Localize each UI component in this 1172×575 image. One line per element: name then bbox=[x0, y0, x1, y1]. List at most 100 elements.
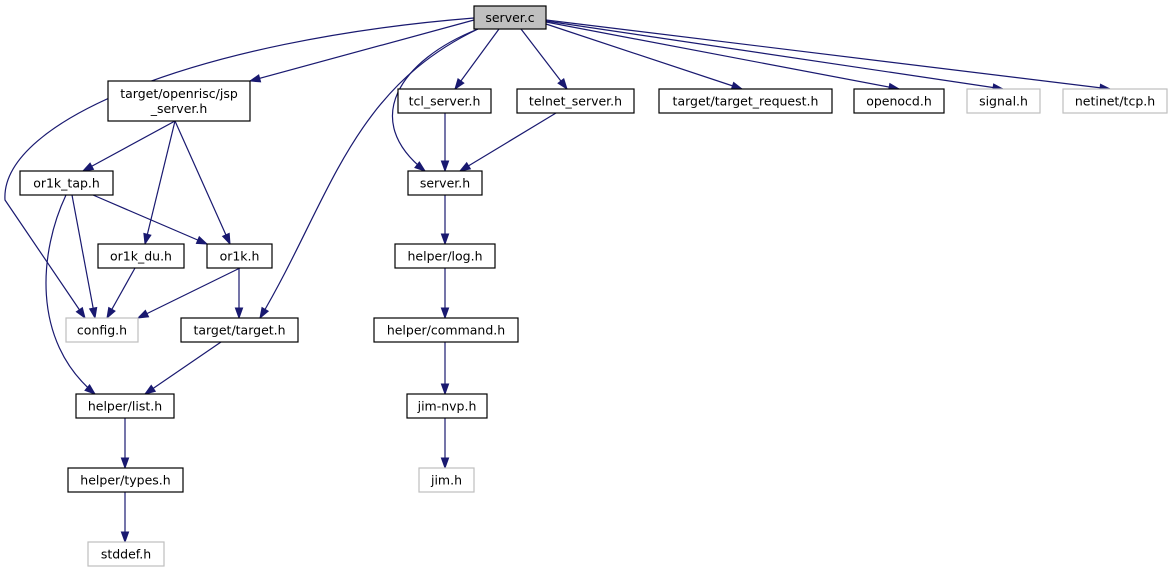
node-label: signal.h bbox=[979, 94, 1028, 109]
node-server-h[interactable]: server.h bbox=[407, 170, 483, 196]
node-box bbox=[516, 88, 635, 114]
node-label: netinet/tcp.h bbox=[1075, 94, 1155, 109]
node-tcl-server-h[interactable]: tcl_server.h bbox=[397, 88, 492, 114]
edge-or1k-tap-h-to-or1k-h bbox=[92, 194, 209, 245]
node-label: helper/command.h bbox=[387, 323, 505, 338]
node-label: helper/types.h bbox=[80, 473, 170, 488]
node-box bbox=[658, 88, 833, 114]
node-box bbox=[67, 467, 184, 493]
node-label: _server.h bbox=[150, 101, 208, 116]
node-config-h: config.h bbox=[65, 317, 139, 343]
node-label: or1k_du.h bbox=[110, 249, 172, 264]
arrowhead bbox=[221, 232, 231, 246]
node-label: jim-nvp.h bbox=[417, 399, 477, 414]
edge-jsp-server-h-to-or1k-tap-h bbox=[81, 120, 176, 172]
node-label: target/openrisc/jsp bbox=[120, 86, 238, 101]
node-label: target/target_request.h bbox=[673, 94, 819, 109]
arrowhead bbox=[195, 235, 209, 245]
edge-types-h-to-stddef-h bbox=[120, 492, 130, 544]
node-command-h[interactable]: helper/command.h bbox=[373, 317, 519, 343]
node-telnet-server-h[interactable]: telnet_server.h bbox=[516, 88, 635, 114]
node-label: config.h bbox=[77, 323, 127, 338]
node-label: server.c bbox=[485, 10, 534, 25]
arrowhead bbox=[440, 233, 450, 246]
edge-or1k-tap-h-to-config-h bbox=[71, 194, 98, 320]
node-label: openocd.h bbox=[866, 94, 932, 109]
node-signal-h: signal.h bbox=[966, 88, 1041, 114]
node-box bbox=[853, 88, 945, 114]
node-jsp-server-h[interactable]: target/openrisc/jsp_server.h bbox=[107, 80, 251, 122]
edge-server-c-to-target-request-h bbox=[545, 23, 744, 90]
edge-or1k-h-to-config-h bbox=[136, 267, 241, 319]
edge-or1k-h-to-target-h bbox=[234, 268, 244, 320]
arrowhead bbox=[730, 81, 744, 90]
node-types-h[interactable]: helper/types.h bbox=[67, 467, 184, 493]
node-label: target/target.h bbox=[193, 323, 285, 338]
arrowhead bbox=[120, 457, 130, 470]
edge-server-h-to-log-h bbox=[440, 195, 450, 246]
node-target-request-h[interactable]: target/target_request.h bbox=[658, 88, 833, 114]
edge-jsp-server-h-to-or1k-h bbox=[174, 120, 231, 246]
node-box bbox=[75, 393, 175, 419]
node-server-c[interactable]: server.c bbox=[473, 5, 547, 30]
arrowhead bbox=[414, 161, 427, 172]
node-or1k-h[interactable]: or1k.h bbox=[206, 243, 273, 269]
node-or1k-du-h[interactable]: or1k_du.h bbox=[97, 243, 185, 269]
arrowhead bbox=[557, 78, 568, 91]
node-label: or1k_tap.h bbox=[33, 176, 100, 191]
node-or1k-tap-h[interactable]: or1k_tap.h bbox=[19, 170, 114, 196]
node-box bbox=[394, 243, 496, 269]
node-box bbox=[966, 88, 1041, 114]
node-box bbox=[397, 88, 492, 114]
edge-telnet-server-h-to-server-h bbox=[458, 112, 557, 172]
node-stddef-h: stddef.h bbox=[87, 541, 165, 567]
arrowhead bbox=[458, 161, 472, 172]
node-jim-nvp-h[interactable]: jim-nvp.h bbox=[406, 393, 488, 419]
node-box bbox=[418, 467, 475, 493]
node-label: server.h bbox=[420, 176, 470, 191]
edge-server-c-to-signal-h bbox=[545, 20, 1005, 92]
arrowhead bbox=[88, 306, 98, 320]
edge-command-h-to-jim-nvp-h bbox=[440, 342, 450, 396]
node-label: stddef.h bbox=[101, 547, 151, 562]
node-box bbox=[473, 5, 547, 30]
arrowhead bbox=[120, 531, 130, 544]
edge-list-h-to-types-h bbox=[120, 418, 130, 470]
node-list-h[interactable]: helper/list.h bbox=[75, 393, 175, 419]
arrowhead bbox=[75, 306, 86, 320]
edge-server-c-to-target-h bbox=[259, 28, 479, 320]
edge-server-c-to-tcp-h bbox=[545, 19, 1112, 93]
edge-server-c-to-telnet-server-h bbox=[520, 28, 568, 91]
node-box bbox=[180, 317, 299, 343]
node-box bbox=[87, 541, 165, 567]
edge-jim-nvp-h-to-jim-h bbox=[440, 418, 450, 470]
arrowhead bbox=[440, 383, 450, 396]
nodes-layer: server.c target/openrisc/jsp_server.h tcl_… bbox=[19, 5, 1168, 567]
node-box bbox=[107, 80, 251, 122]
node-label: telnet_server.h bbox=[529, 94, 622, 109]
arrowhead bbox=[440, 457, 450, 470]
node-label: or1k.h bbox=[220, 249, 260, 264]
node-target-h[interactable]: target/target.h bbox=[180, 317, 299, 343]
node-box bbox=[65, 317, 139, 343]
node-jim-h: jim.h bbox=[418, 467, 475, 493]
arrowhead bbox=[84, 383, 97, 395]
arrowhead bbox=[248, 74, 262, 83]
arrowhead bbox=[454, 77, 465, 91]
node-label: tcl_server.h bbox=[409, 94, 481, 109]
edge-tcl-server-h-to-server-h bbox=[440, 113, 450, 173]
arrowhead bbox=[136, 309, 150, 319]
node-log-h[interactable]: helper/log.h bbox=[394, 243, 496, 269]
node-tcp-h: netinet/tcp.h bbox=[1062, 88, 1168, 114]
arrowhead bbox=[234, 307, 244, 320]
node-label: helper/log.h bbox=[407, 249, 482, 264]
node-box bbox=[97, 243, 185, 269]
edge-or1k-du-h-to-config-h bbox=[106, 267, 136, 320]
arrowhead bbox=[81, 162, 95, 172]
arrowhead bbox=[143, 384, 157, 395]
edge-server-c-to-tcl-server-h bbox=[454, 28, 500, 91]
node-label: helper/list.h bbox=[88, 399, 162, 414]
node-box bbox=[1062, 88, 1168, 114]
node-openocd-h[interactable]: openocd.h bbox=[853, 88, 945, 114]
